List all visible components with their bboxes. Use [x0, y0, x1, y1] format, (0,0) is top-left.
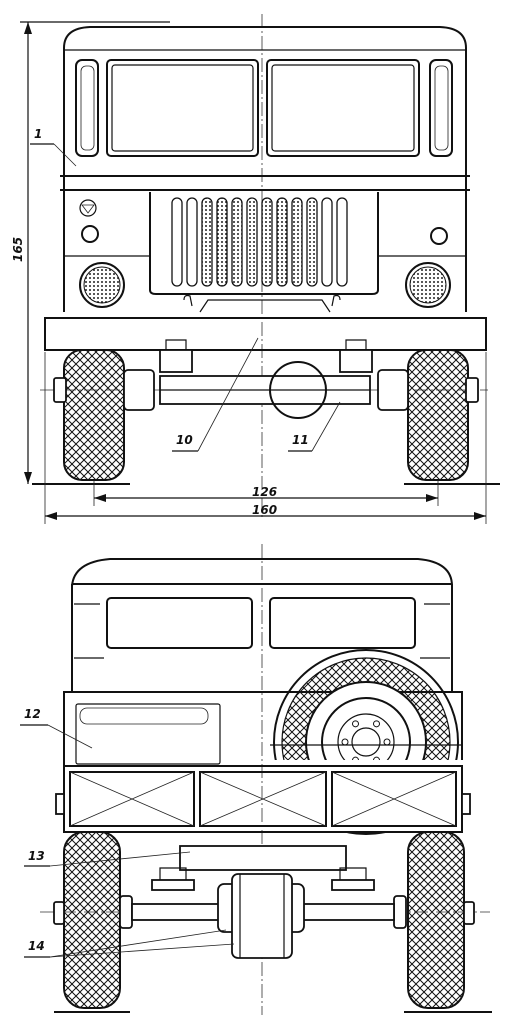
wheel-bolt — [383, 738, 391, 746]
callout-13: 13 — [28, 849, 45, 863]
callout-1: 1 — [34, 127, 42, 141]
rear-window-left — [106, 597, 253, 649]
dimension-track: 126 — [252, 485, 277, 499]
grille-slot — [306, 197, 318, 287]
door-window-left — [75, 59, 99, 157]
grille-slot — [261, 197, 273, 287]
windshield-right — [266, 59, 420, 157]
grille-slot — [246, 197, 258, 287]
reflector-left — [69, 771, 195, 827]
dimension-height: 165 — [11, 237, 25, 262]
callout-11: 11 — [292, 433, 309, 447]
grille-slot — [291, 197, 303, 287]
grille-slot — [186, 197, 198, 287]
front-wheel-right — [407, 349, 469, 481]
callout-10: 10 — [176, 433, 193, 447]
grille-slot — [201, 197, 213, 287]
grille-slot — [216, 197, 228, 287]
reflector-center — [199, 771, 327, 827]
wheel-bolt — [373, 720, 380, 728]
side-lamp-left — [81, 225, 99, 243]
rear-view — [40, 544, 492, 1015]
grille-slot — [171, 197, 183, 287]
grille-slot — [321, 197, 333, 287]
cab-roof — [63, 26, 467, 49]
grille-slot — [231, 197, 243, 287]
front-wheel-left — [63, 349, 125, 481]
callout-12: 12 — [24, 707, 41, 721]
wheel-bolt — [352, 720, 359, 728]
rear-window-right — [269, 597, 416, 649]
front-axle — [40, 339, 488, 419]
rear-wheel-left — [63, 831, 121, 1009]
headlight-right — [405, 262, 451, 308]
front-bumper — [44, 317, 487, 351]
dimension-lines — [20, 21, 487, 524]
headlight-left — [79, 262, 125, 308]
side-lamp-right — [430, 227, 448, 245]
radiator-panel — [149, 192, 379, 295]
windshield-left — [106, 59, 259, 157]
radiator-grille — [171, 197, 348, 287]
emblem-icon — [79, 199, 97, 217]
grille-slot — [336, 197, 348, 287]
rear-axle — [40, 845, 490, 959]
differential-housing — [231, 873, 293, 959]
door-window-right — [429, 59, 453, 157]
wheel-bolt — [341, 738, 349, 746]
spare-wheel — [264, 649, 464, 835]
dimension-width: 160 — [252, 503, 277, 517]
reflector-right — [331, 771, 457, 827]
rear-wheel-right — [407, 831, 465, 1009]
front-view — [32, 14, 500, 520]
rear-roof — [71, 558, 453, 587]
callout-14: 14 — [28, 939, 45, 953]
grille-slot — [276, 197, 288, 287]
tailgate-panel — [75, 703, 221, 765]
